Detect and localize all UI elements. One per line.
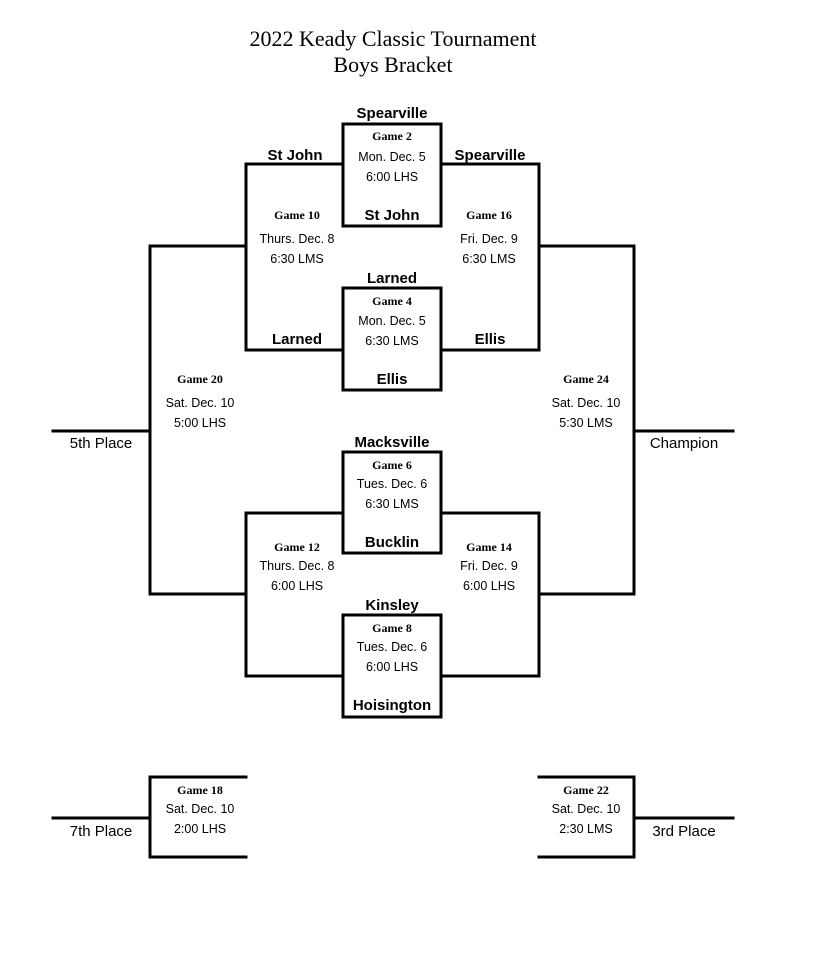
game-24-time: 5:30 LMS (559, 416, 613, 430)
game-16-time: 6:30 LMS (462, 252, 516, 266)
game-22-date: Sat. Dec. 10 (551, 802, 621, 816)
champion-label: Champion (649, 435, 719, 452)
game-18-time: 2:00 LHS (173, 822, 227, 836)
game-6-bottom-team: Bucklin (364, 534, 420, 551)
game-8-box (341, 613, 443, 719)
third-place-label: 3rd Place (652, 823, 716, 840)
game-18-date: Sat. Dec. 10 (165, 802, 235, 816)
game-2-box (341, 122, 443, 228)
game-2-top-team: Spearville (356, 105, 428, 122)
game-6-box (341, 450, 443, 555)
game-20-connector (148, 244, 248, 596)
game-22-time: 2:30 LMS (559, 822, 613, 836)
game-10-connector (244, 162, 345, 352)
game-14-label: Game 14 (466, 540, 512, 554)
game-4-bottom-team: Ellis (376, 371, 408, 388)
game-16-label: Game 16 (466, 208, 512, 222)
game-6-date: Tues. Dec. 6 (356, 477, 428, 491)
game-10-bottom-team: Larned (271, 331, 323, 348)
game-16-connector (439, 162, 541, 352)
game-24-label: Game 24 (563, 372, 609, 386)
game-14-date: Fri. Dec. 9 (460, 559, 518, 573)
page-title: 2022 Keady Classic Tournament (249, 26, 537, 51)
game-8-date: Tues. Dec. 6 (356, 640, 428, 654)
game-4-date: Mon. Dec. 5 (358, 314, 426, 328)
game-8-label: Game 8 (372, 621, 412, 635)
game-8-time: 6:00 LHS (365, 660, 419, 674)
game-2-label: Game 2 (372, 129, 412, 143)
game-6-label: Game 6 (372, 458, 412, 472)
page-subtitle: Boys Bracket (333, 52, 453, 77)
game-12-label: Game 12 (274, 540, 320, 554)
game-14-connector (439, 511, 541, 678)
game-4-time: 6:30 LMS (365, 334, 419, 348)
game-8-bottom-team: Hoisington (352, 697, 432, 714)
game-2-time: 6:00 LHS (365, 170, 419, 184)
game-20-label: Game 20 (177, 372, 223, 386)
game-20-date: Sat. Dec. 10 (165, 396, 235, 410)
game-10-label: Game 10 (274, 208, 320, 222)
game-16-bottom-team: Ellis (474, 331, 506, 348)
fifth-place-label: 5th Place (69, 435, 133, 452)
game-2-bottom-team: St John (364, 207, 420, 224)
game-16-date: Fri. Dec. 9 (460, 232, 518, 246)
game-10-date: Thurs. Dec. 8 (259, 232, 335, 246)
game-14-time: 6:00 LHS (462, 579, 516, 593)
game-4-label: Game 4 (372, 294, 412, 308)
game-10-time: 6:30 LMS (270, 252, 324, 266)
game-22-label: Game 22 (563, 783, 609, 797)
game-16-top-team: Spearville (454, 147, 526, 164)
game-12-connector (244, 511, 345, 678)
game-20-time: 5:00 LHS (173, 416, 227, 430)
game-12-date: Thurs. Dec. 8 (259, 559, 335, 573)
game-24-date: Sat. Dec. 10 (551, 396, 621, 410)
seventh-place-label: 7th Place (69, 823, 133, 840)
game-8-top-team: Kinsley (365, 597, 419, 614)
game-6-top-team: Macksville (354, 434, 430, 451)
game-2-date: Mon. Dec. 5 (358, 150, 426, 164)
game-18-label: Game 18 (177, 783, 223, 797)
game-12-time: 6:00 LHS (270, 579, 324, 593)
game-4-top-team: Larned (366, 270, 418, 287)
game-4-box (341, 286, 443, 392)
game-10-top-team: St John (267, 147, 323, 164)
game-24-connector (537, 244, 636, 596)
game-6-time: 6:30 LMS (365, 497, 419, 511)
